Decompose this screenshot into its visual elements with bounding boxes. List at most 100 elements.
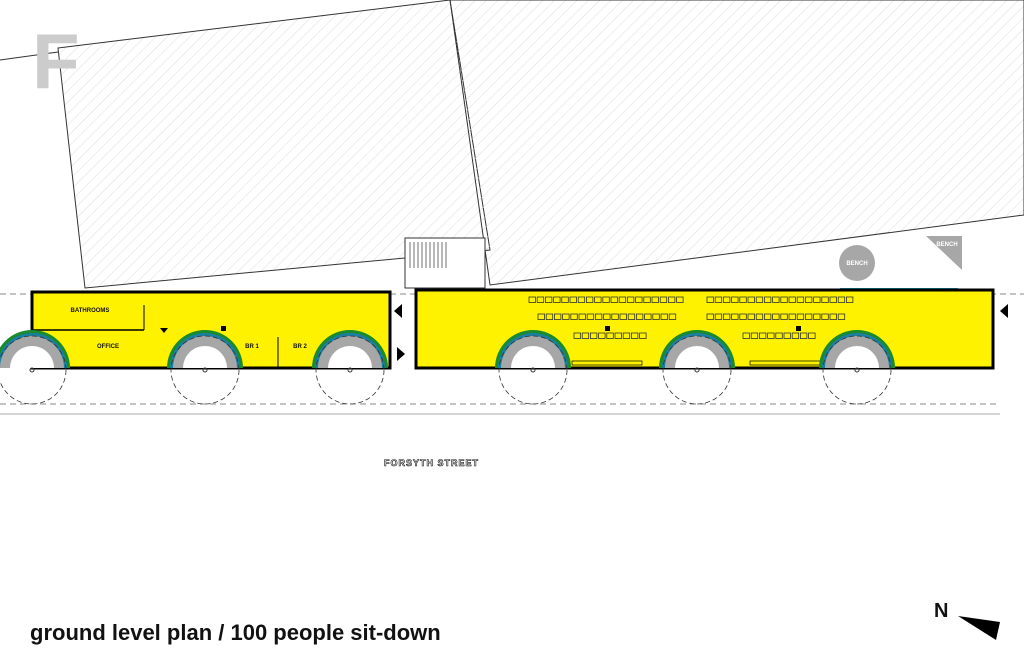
chair xyxy=(829,296,837,303)
wheel xyxy=(819,330,895,405)
tree-trunk xyxy=(530,367,536,373)
chair xyxy=(554,313,562,320)
chair xyxy=(586,313,595,320)
chair xyxy=(796,296,805,303)
chair xyxy=(780,296,788,303)
tree-canopy xyxy=(0,335,67,405)
chair xyxy=(813,313,821,320)
tree-canopy xyxy=(498,335,568,405)
chair xyxy=(805,296,813,303)
chair xyxy=(706,313,714,320)
chair xyxy=(668,313,677,320)
chair xyxy=(791,332,800,339)
room-office: OFFICE xyxy=(97,344,119,350)
chair xyxy=(660,313,668,320)
chair xyxy=(767,332,775,339)
chair xyxy=(636,313,644,320)
chair xyxy=(598,332,606,339)
chair xyxy=(805,313,813,320)
tree-canopy xyxy=(822,335,892,405)
room-br1: BR 1 xyxy=(245,344,259,350)
chair xyxy=(714,313,723,320)
chair xyxy=(528,296,536,303)
chair xyxy=(635,296,643,303)
logo-letter: F xyxy=(32,17,80,105)
wheel-cutout xyxy=(10,346,54,368)
chair xyxy=(764,313,772,320)
seating xyxy=(528,296,854,339)
stair xyxy=(404,237,486,289)
room-bathrooms: BATHROOMS xyxy=(71,308,110,314)
chair xyxy=(545,313,554,320)
wheel-cutout xyxy=(183,346,227,368)
chair xyxy=(606,332,614,339)
chair xyxy=(755,313,764,320)
chair xyxy=(788,296,796,303)
bench-round-label: BENCH xyxy=(846,261,867,267)
chair xyxy=(577,296,586,303)
chair xyxy=(611,313,619,320)
chair xyxy=(627,296,635,303)
chair xyxy=(837,313,846,320)
chair xyxy=(808,332,816,339)
chair xyxy=(755,296,764,303)
chair xyxy=(627,313,636,320)
chair xyxy=(590,332,598,339)
tree-trunk xyxy=(694,367,700,373)
chair xyxy=(783,332,791,339)
chair xyxy=(775,332,783,339)
bench-round xyxy=(839,245,875,281)
wheel-cutout xyxy=(835,346,879,368)
chair xyxy=(622,332,631,339)
wheel xyxy=(0,330,70,405)
chair xyxy=(829,313,837,320)
chair xyxy=(747,313,755,320)
bench-triangle-label: BENCH xyxy=(936,242,957,248)
wheel-cutout xyxy=(675,346,719,368)
wheel xyxy=(495,330,571,405)
chair xyxy=(639,332,647,339)
chair xyxy=(759,332,767,339)
tree-canopy xyxy=(662,335,732,405)
chair xyxy=(651,296,659,303)
entry-arrow xyxy=(397,347,405,361)
wheel xyxy=(167,330,243,405)
chair xyxy=(553,296,561,303)
chair xyxy=(573,332,581,339)
tree-trunk xyxy=(347,367,353,373)
chair xyxy=(536,296,545,303)
chair xyxy=(659,296,668,303)
chair xyxy=(772,313,780,320)
room-br2: BR 2 xyxy=(293,344,307,350)
chair xyxy=(594,296,602,303)
tree-trunk xyxy=(202,367,208,373)
chair xyxy=(846,296,854,303)
chair xyxy=(796,313,805,320)
chair xyxy=(821,313,829,320)
chair xyxy=(723,313,731,320)
chair xyxy=(562,313,570,320)
chair xyxy=(731,296,739,303)
chair xyxy=(644,313,652,320)
chair xyxy=(618,296,627,303)
chair xyxy=(706,296,714,303)
chair xyxy=(739,313,747,320)
chair xyxy=(747,296,755,303)
adjacent-building-right xyxy=(449,0,1024,286)
north-label: N xyxy=(934,600,949,622)
chair xyxy=(614,332,622,339)
entry-arrow xyxy=(394,304,402,318)
wheel xyxy=(659,330,735,405)
chair xyxy=(652,313,660,320)
chair xyxy=(570,313,578,320)
chair xyxy=(603,313,611,320)
chair xyxy=(731,313,739,320)
north-arrow-icon xyxy=(958,616,1000,640)
chair xyxy=(821,296,829,303)
wheel-cutout xyxy=(511,346,555,368)
chair xyxy=(780,313,788,320)
chair xyxy=(800,332,808,339)
chair xyxy=(714,296,723,303)
chair xyxy=(676,296,684,303)
